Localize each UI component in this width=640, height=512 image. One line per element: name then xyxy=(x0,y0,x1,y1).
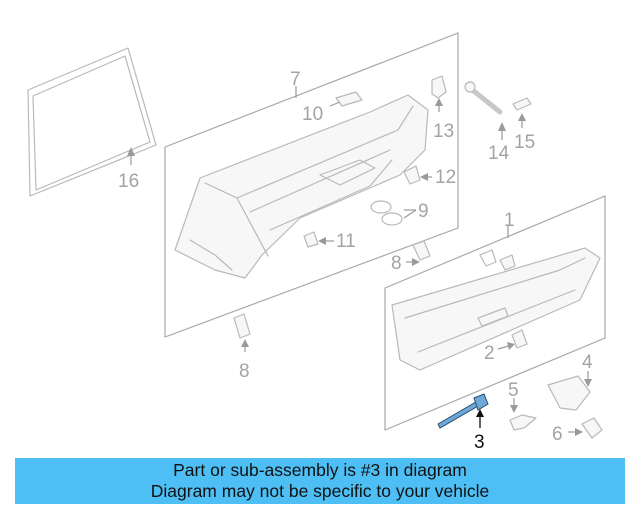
callout-12: 12 xyxy=(435,167,456,188)
info-banner: Part or sub-assembly is #3 in diagram Di… xyxy=(15,458,625,504)
callout-6: 6 xyxy=(552,424,563,445)
callout-14: 14 xyxy=(488,143,510,164)
callout-11: 11 xyxy=(336,231,356,252)
callout-8-lower: 8 xyxy=(239,361,250,382)
part-15-bumper xyxy=(512,97,532,128)
part-13-bracket xyxy=(431,75,447,112)
part-12-catch xyxy=(403,165,432,185)
part-10-clip xyxy=(329,91,363,107)
parts-diagram: 16 7 10 13 14 15 xyxy=(27,32,606,453)
part-4-latch xyxy=(547,371,592,411)
part-6-nut xyxy=(568,417,603,439)
banner-line-1: Part or sub-assembly is #3 in diagram xyxy=(173,460,467,480)
callout-4: 4 xyxy=(582,352,593,373)
callout-13: 13 xyxy=(433,121,454,142)
callout-10: 10 xyxy=(302,104,323,125)
part-14-damper xyxy=(464,81,506,140)
part-9-rings xyxy=(370,200,417,226)
banner-line-2: Diagram may not be specific to your vehi… xyxy=(150,481,490,501)
callout-5: 5 xyxy=(508,380,519,401)
callout-16: 16 xyxy=(118,171,139,192)
callout-7: 7 xyxy=(290,69,301,90)
glovebox-housing xyxy=(174,94,429,279)
callout-8-upper: 8 xyxy=(391,253,402,274)
part-8-screw-upper xyxy=(406,240,431,266)
part-3-bolt xyxy=(437,393,489,429)
part-11-bumper xyxy=(303,231,334,248)
part-8-screw-lower xyxy=(233,313,251,352)
part-5-screw xyxy=(509,398,537,431)
glovebox-door xyxy=(391,247,601,371)
part-16-panel xyxy=(27,47,157,197)
callout-3: 3 xyxy=(474,432,485,453)
callout-15: 15 xyxy=(514,132,535,153)
part-2-pin xyxy=(497,329,528,350)
callout-9: 9 xyxy=(418,201,429,222)
callout-2: 2 xyxy=(484,343,495,364)
callout-1: 1 xyxy=(504,210,515,231)
